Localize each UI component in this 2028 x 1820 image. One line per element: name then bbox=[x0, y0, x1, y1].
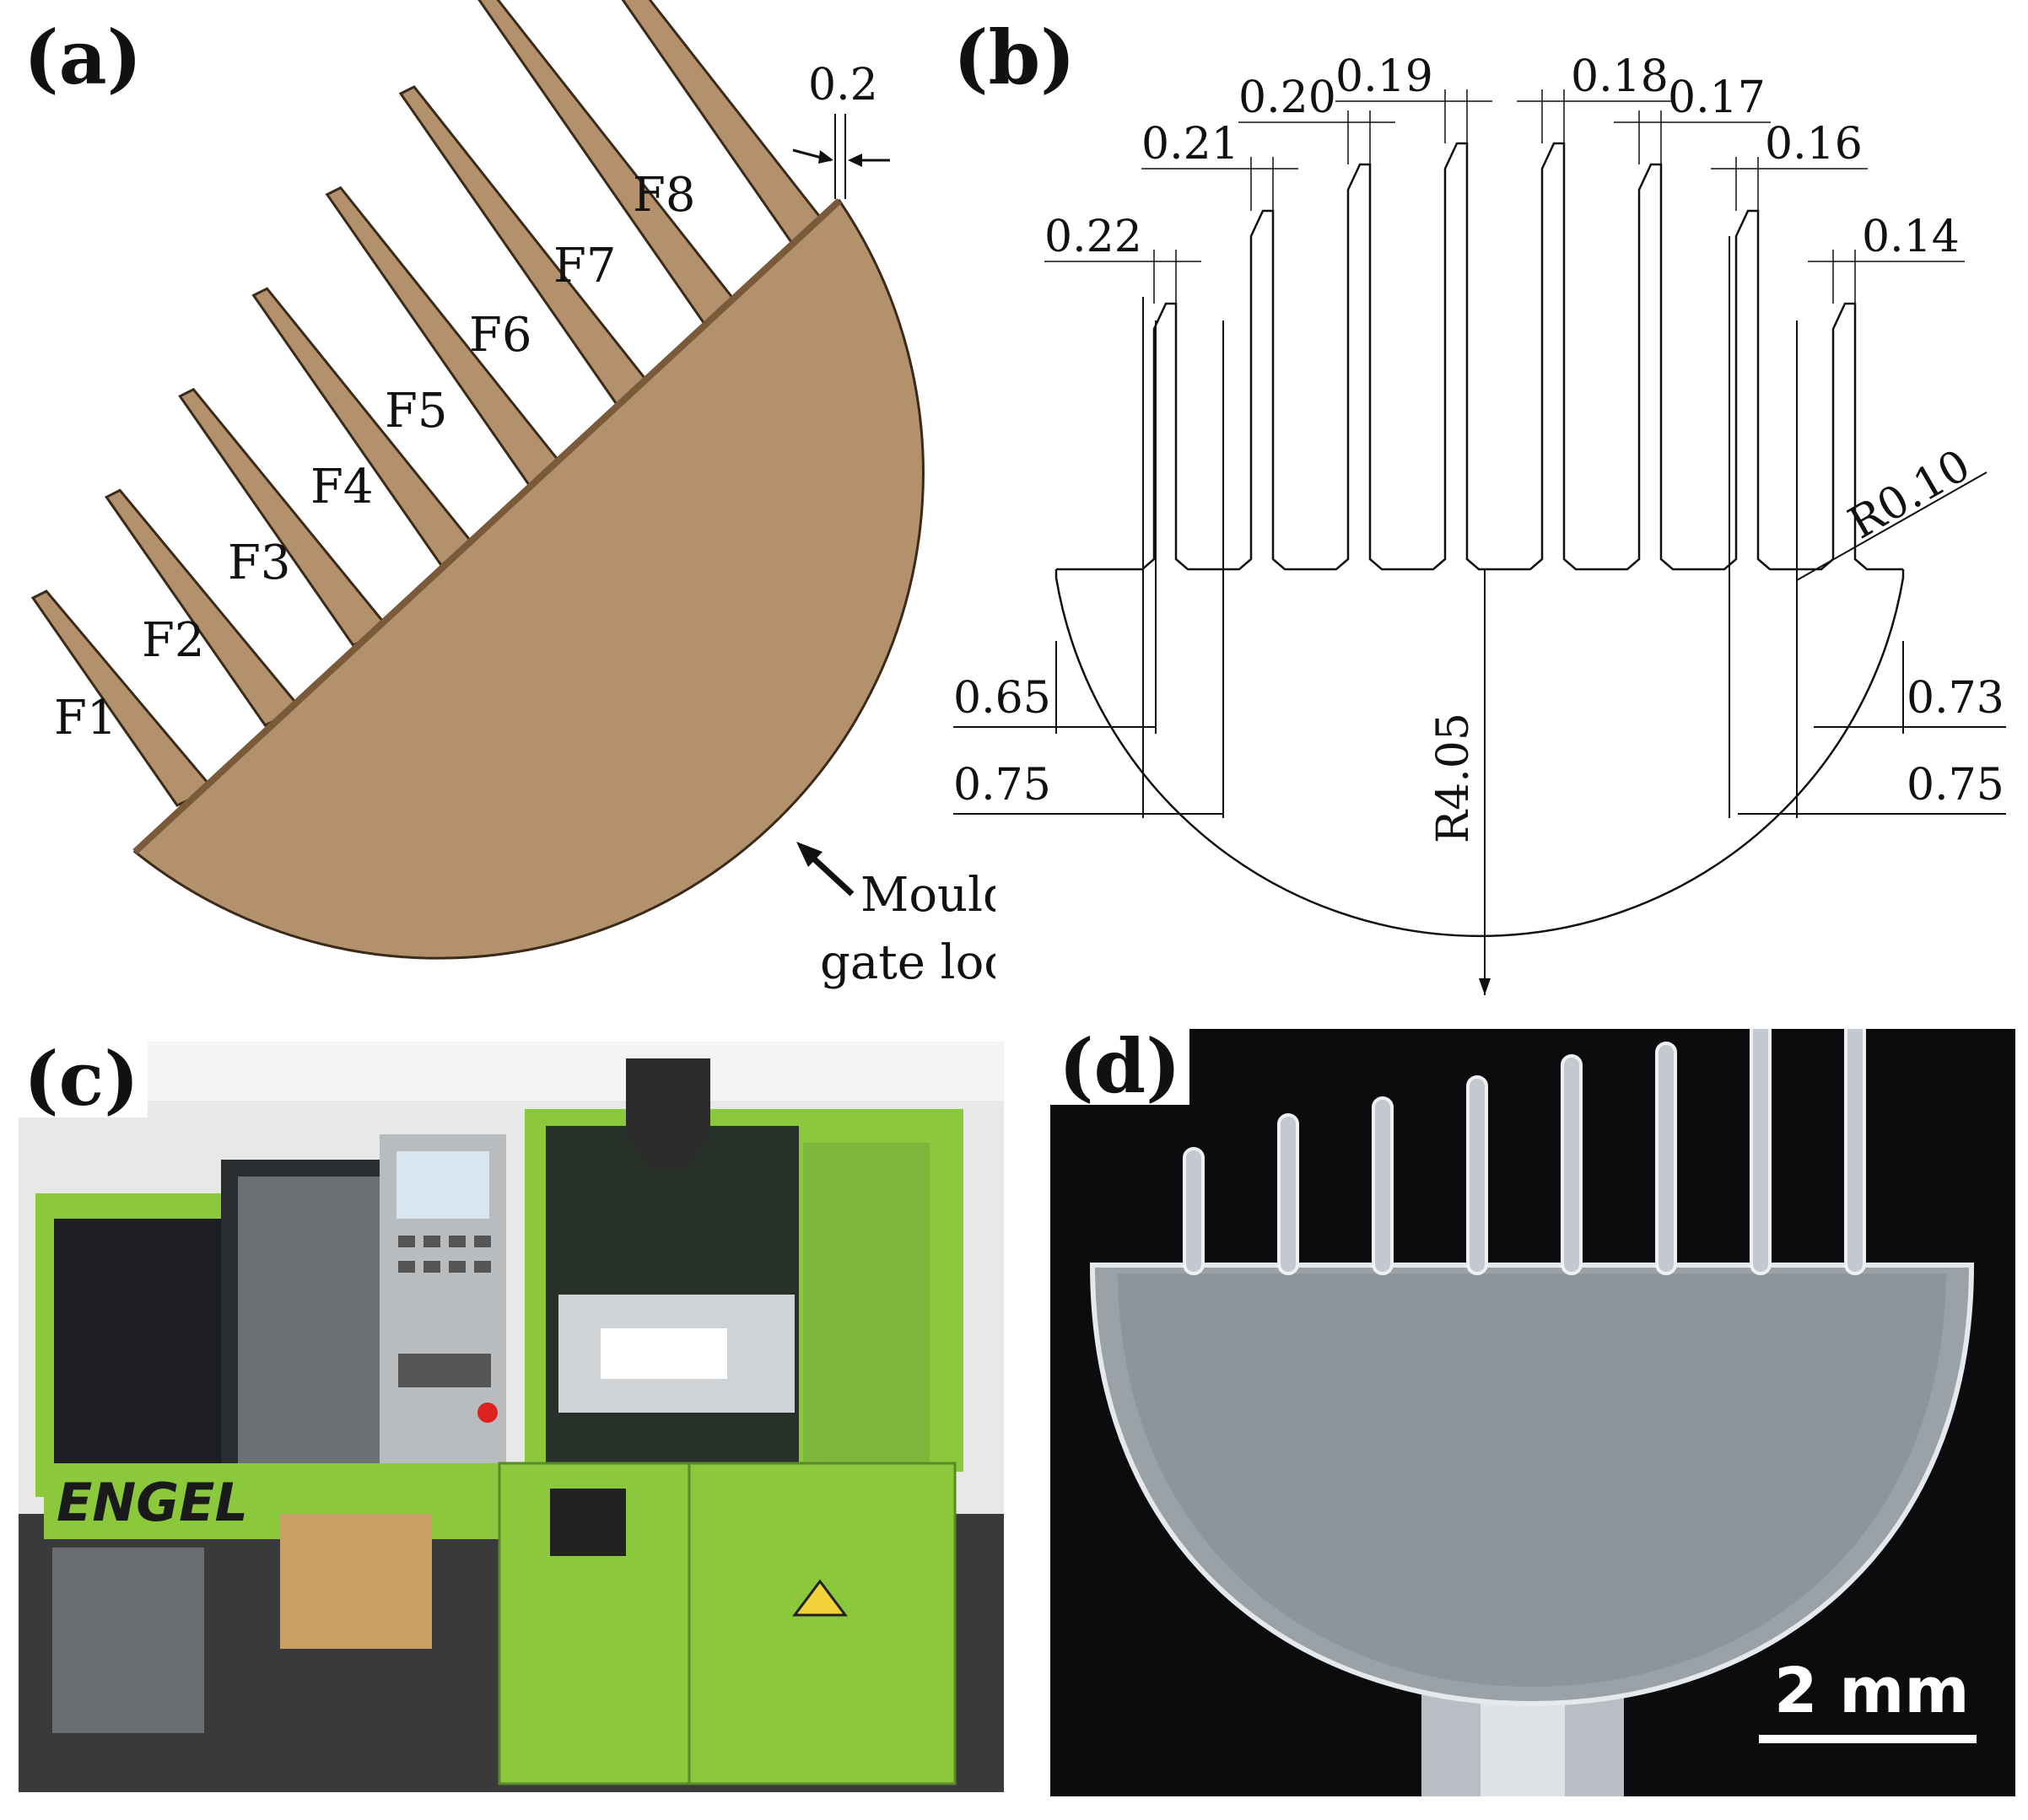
drawing-fin-profile bbox=[1056, 142, 1903, 571]
technical-drawing: R4.05 R0.10 0.65 0.75 0.73 0.75 0.22 0.21… bbox=[953, 51, 2006, 995]
panel-d: 2 mm (d) bbox=[1050, 1027, 2015, 1796]
panel-c: ENGEL (c) bbox=[15, 1040, 1004, 1792]
fin-width-label-5: 0.18 bbox=[1571, 51, 1669, 102]
scale-bar-label: 2 mm bbox=[1774, 1655, 1969, 1727]
part-3d-drawing: 0.2 Moulding gate location F1 F2 F3 F4 F… bbox=[30, 0, 995, 990]
panel-label-b: (b) bbox=[945, 19, 1084, 96]
fin-width-label-8: 0.14 bbox=[1862, 212, 1960, 262]
fin-label-f7: F7 bbox=[553, 239, 616, 293]
fin-label-f1: F1 bbox=[54, 691, 116, 746]
right-pitch-label: 0.75 bbox=[1907, 760, 2004, 810]
fin-width-label-7: 0.16 bbox=[1765, 119, 1863, 170]
panel-a: 0.2 Moulding gate location F1 F2 F3 F4 F… bbox=[0, 0, 995, 1012]
moulded-part-micrograph: 2 mm bbox=[1050, 1029, 2015, 1796]
panel-label-c: (c) bbox=[15, 1040, 148, 1117]
injection-moulding-machine-photo: ENGEL bbox=[19, 1042, 1004, 1792]
fin-label-f8: F8 bbox=[633, 168, 695, 223]
fin-width-label-3: 0.20 bbox=[1238, 73, 1336, 123]
micrograph-fin-7 bbox=[1750, 1029, 1772, 1275]
micrograph-fin-4 bbox=[1466, 1075, 1488, 1275]
left-pitch-label: 0.75 bbox=[953, 760, 1051, 810]
fin-label-f4: F4 bbox=[310, 460, 373, 514]
right-offset-label: 0.73 bbox=[1907, 673, 2004, 724]
fin-label-f5: F5 bbox=[385, 384, 447, 439]
fin-width-label-1: 0.22 bbox=[1044, 212, 1142, 262]
fin-label-f2: F2 bbox=[142, 613, 204, 668]
gate-label-line2: gate location bbox=[820, 935, 995, 990]
micrograph-fin-8 bbox=[1844, 1029, 1866, 1275]
left-offset-label: 0.65 bbox=[953, 673, 1051, 724]
base-radius-label: R4.05 bbox=[1428, 713, 1479, 843]
thickness-dim-label: 0.2 bbox=[808, 60, 878, 110]
fin-width-label-6: 0.17 bbox=[1668, 73, 1766, 123]
micrograph-fins bbox=[1183, 1029, 1866, 1275]
gate-label-line1: Moulding bbox=[860, 868, 995, 923]
fin-width-label-4: 0.19 bbox=[1335, 51, 1433, 102]
micrograph-fin-5 bbox=[1561, 1054, 1583, 1275]
fin-width-label-2: 0.21 bbox=[1141, 119, 1239, 170]
fin-group bbox=[30, 0, 831, 807]
micrograph-fin-3 bbox=[1372, 1096, 1394, 1275]
fin-label-f3: F3 bbox=[228, 536, 290, 590]
drawing-base-outline bbox=[1054, 569, 1905, 938]
fillet-radius-label: R0.10 bbox=[1841, 440, 1979, 549]
machine-brand-text: ENGEL bbox=[57, 1472, 248, 1533]
micrograph-fin-6 bbox=[1655, 1042, 1677, 1275]
fin-label-f6: F6 bbox=[469, 308, 531, 363]
panel-b: R4.05 R0.10 0.65 0.75 0.73 0.75 0.22 0.21… bbox=[945, 0, 2028, 1012]
part-base bbox=[132, 198, 925, 960]
micrograph-fin-2 bbox=[1277, 1113, 1299, 1275]
panel-label-a: (a) bbox=[15, 19, 151, 96]
panel-label-d: (d) bbox=[1050, 1027, 1189, 1105]
micrograph-fin-1 bbox=[1183, 1147, 1205, 1275]
